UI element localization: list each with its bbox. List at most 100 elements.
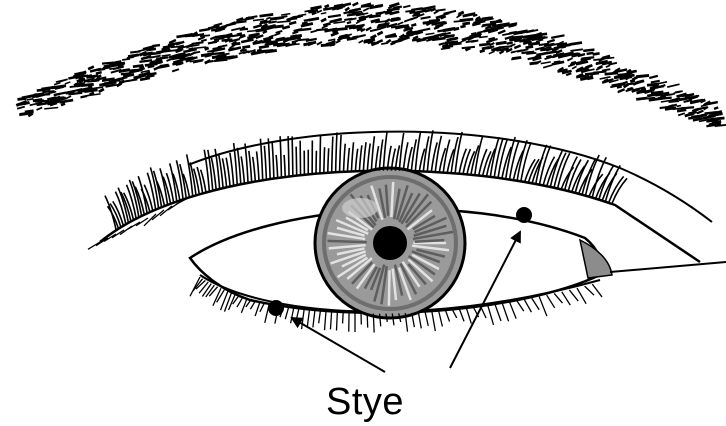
eyebrow-stroke	[116, 63, 125, 64]
eyebrow-stroke	[81, 84, 94, 85]
eyebrow-stroke	[156, 57, 168, 59]
eyebrow-stroke	[600, 77, 611, 79]
eyebrow-stroke	[479, 36, 488, 37]
eyelash	[488, 306, 494, 325]
eyebrow-stroke	[593, 53, 600, 54]
eyelash	[324, 147, 325, 173]
eyebrow-stroke	[231, 28, 240, 30]
eyebrow-stroke	[74, 73, 81, 75]
eyelash	[351, 142, 353, 171]
eyelash	[276, 155, 278, 178]
eyebrow-stroke	[311, 30, 318, 32]
eyebrow-stroke	[404, 19, 412, 22]
eyebrow-stroke	[398, 38, 403, 39]
eyebrow-stroke	[17, 107, 25, 109]
eyebrow-stroke	[431, 9, 436, 11]
eyebrow-stroke	[122, 59, 130, 60]
eyebrow-stroke	[701, 114, 707, 115]
eyelash	[313, 310, 315, 327]
iris-fiber	[389, 270, 390, 305]
eyebrow-stroke	[32, 96, 39, 97]
eyebrow-stroke	[102, 80, 110, 81]
eyelash	[446, 311, 450, 322]
eyelash	[88, 242, 100, 249]
eyebrow-stroke	[287, 18, 297, 19]
eyebrow-stroke	[535, 61, 541, 64]
eyebrow-stroke	[389, 3, 399, 6]
eyebrow-stroke	[269, 35, 274, 37]
pupil	[373, 226, 407, 260]
eyelash	[302, 309, 305, 329]
eyelash	[328, 148, 329, 172]
eyebrow-stroke	[312, 12, 317, 14]
eyebrow-stroke	[583, 50, 594, 51]
stye-marker-lower	[268, 300, 284, 316]
eyebrow-stroke	[426, 33, 435, 34]
eyebrow-stroke	[442, 46, 453, 47]
eyelash	[325, 312, 326, 331]
eyelash	[459, 309, 464, 321]
outer-corner-line	[610, 262, 726, 272]
eyebrow-stroke	[253, 25, 262, 27]
eyelash	[375, 146, 378, 171]
eyebrow-stroke	[444, 11, 456, 14]
eyelash	[517, 301, 524, 311]
eyebrow-stroke	[271, 18, 281, 19]
eyelash	[319, 311, 321, 323]
eyebrow-stroke	[321, 13, 326, 14]
eyelash	[255, 301, 260, 316]
eyebrow-stroke	[36, 108, 42, 110]
eyebrow-stroke	[714, 107, 718, 108]
eyebrow-stroke	[535, 34, 547, 35]
eyebrow-stroke	[99, 89, 104, 92]
eyebrow-stroke	[421, 17, 431, 19]
eyebrow-stroke	[359, 40, 364, 43]
eyelash	[363, 142, 366, 171]
eyelash	[296, 308, 299, 321]
eyebrow-stroke	[289, 22, 296, 24]
eyebrow-stroke	[344, 12, 351, 14]
eyebrow-stroke	[246, 16, 257, 18]
eyebrow-stroke	[88, 67, 94, 70]
arrow-to-lower-stye	[292, 318, 385, 372]
eyebrow-stroke	[650, 86, 664, 88]
eyebrow-stroke	[292, 32, 298, 34]
eyebrow-stroke	[414, 10, 426, 13]
eyebrow-stroke	[561, 46, 566, 47]
eyebrow-stroke	[636, 98, 647, 99]
eyebrow-stroke	[121, 73, 131, 74]
eyelash	[466, 308, 471, 323]
eyebrow-stroke	[454, 28, 459, 29]
eyebrow-stroke	[489, 51, 495, 54]
eyebrow-stroke	[479, 44, 490, 45]
eyebrow-stroke	[669, 101, 679, 102]
eyelash	[569, 290, 578, 301]
eyebrow-stroke	[49, 101, 61, 103]
eyebrow-stroke	[363, 8, 369, 11]
eyelash	[425, 312, 428, 326]
eyebrow-stroke	[253, 34, 258, 35]
eyebrow-stroke	[281, 14, 290, 15]
eyebrow-stroke	[353, 3, 359, 6]
eyelash	[432, 312, 435, 331]
eyelash	[371, 136, 374, 171]
eyelash	[245, 144, 248, 183]
eyelash	[459, 149, 466, 174]
eyelash	[249, 151, 252, 182]
eyelash	[532, 298, 539, 310]
eyebrow-stroke	[378, 40, 383, 42]
eyebrow-stroke	[677, 110, 686, 111]
eyebrow-stroke	[462, 47, 475, 48]
eyebrow-stroke	[496, 20, 501, 22]
eyebrow-stroke	[366, 27, 371, 30]
eyebrow-stroke	[547, 40, 554, 42]
stye-label: Stye	[300, 382, 430, 422]
eyelash	[307, 310, 309, 328]
eyebrow-stroke	[387, 40, 391, 43]
eyebrow-stroke	[345, 8, 349, 11]
eyebrow-stroke	[411, 24, 416, 26]
eyebrow-stroke	[627, 88, 632, 90]
eyebrow-stroke	[630, 80, 635, 81]
eyebrow-stroke	[434, 11, 439, 14]
eyelash	[340, 135, 342, 172]
